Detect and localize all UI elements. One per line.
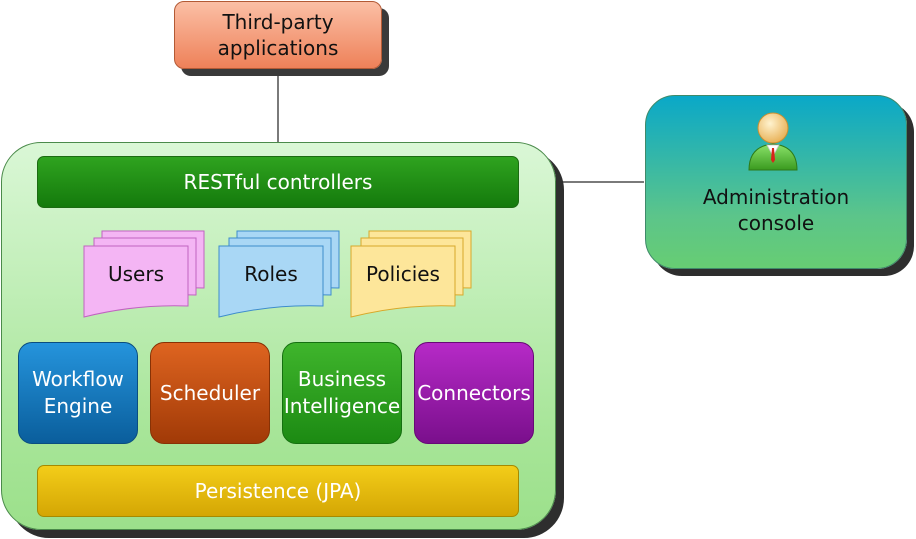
- persistence-bar: Persistence (JPA): [37, 465, 519, 517]
- doc-stack-policies-icon: [350, 230, 472, 318]
- doc-stack-policies: Policies: [349, 228, 475, 320]
- admin-label-line2: console: [737, 211, 815, 235]
- doc-stack-roles-icon: [218, 230, 340, 318]
- admin-label-line1: Administration: [702, 185, 850, 209]
- scheduler-label: Scheduler: [159, 380, 261, 405]
- bi-label-line1: Business: [297, 367, 387, 391]
- third-party-label-line2: applications: [217, 36, 339, 60]
- administration-console-label: Administration console: [645, 180, 907, 240]
- workflow-label-line2: Engine: [43, 394, 113, 418]
- restful-controllers-bar: RESTful controllers: [37, 156, 519, 208]
- persistence-label: Persistence (JPA): [194, 479, 362, 503]
- doc-stack-users-icon: [83, 230, 205, 318]
- workflow-label-line1: Workflow: [32, 367, 124, 391]
- restful-controllers-label: RESTful controllers: [183, 170, 373, 194]
- doc-policies-label: Policies: [366, 262, 440, 286]
- doc-stack-users: Users: [82, 228, 208, 320]
- bi-label-line2: Intelligence: [283, 394, 401, 418]
- business-intelligence-module: Business Intelligence: [282, 342, 402, 444]
- doc-stack-roles: Roles: [217, 228, 343, 320]
- user-icon: [748, 112, 798, 171]
- doc-roles-label: Roles: [244, 262, 298, 286]
- third-party-label-line1: Third-party: [222, 10, 334, 34]
- scheduler-module: Scheduler: [150, 342, 270, 444]
- workflow-engine-module: Workflow Engine: [18, 342, 138, 444]
- third-party-applications-box: Third-party applications: [174, 1, 382, 69]
- connectors-label: Connectors: [417, 380, 531, 405]
- doc-users-label: Users: [107, 262, 164, 286]
- connectors-module: Connectors: [414, 342, 534, 444]
